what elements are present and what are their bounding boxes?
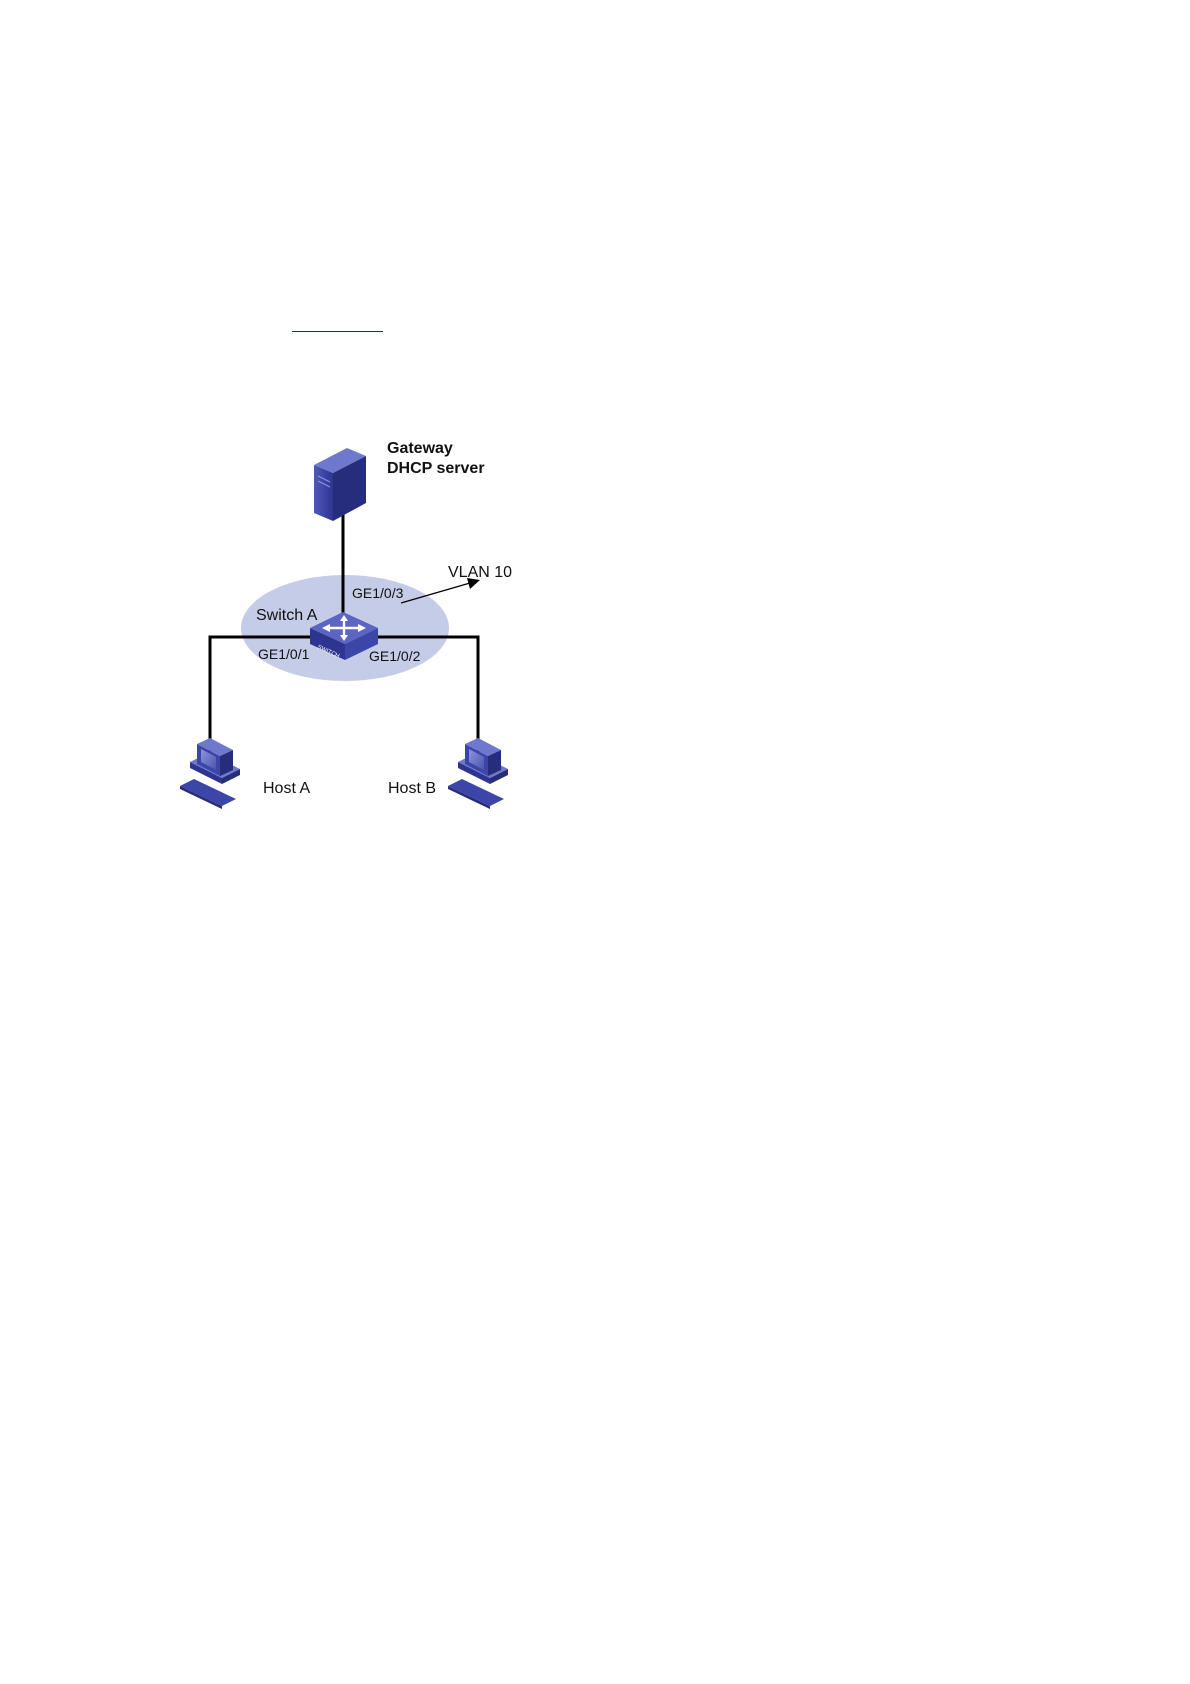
port-label-uplink: GE1/0/3 [352, 585, 404, 601]
server-icon [314, 448, 366, 521]
host-a-label: Host A [263, 780, 310, 797]
port-label-host-a: GE1/0/1 [258, 646, 310, 662]
host-b-computer-icon [448, 738, 508, 809]
host-a-computer-icon [180, 738, 240, 809]
host-b-label: Host B [388, 780, 436, 797]
server-label-gateway: Gateway [387, 440, 453, 457]
switch-label: Switch A [256, 607, 318, 624]
server-label-dhcp: DHCP server [387, 460, 485, 477]
vlan-label: VLAN 10 [448, 564, 512, 581]
port-label-host-b: GE1/0/2 [369, 648, 421, 664]
